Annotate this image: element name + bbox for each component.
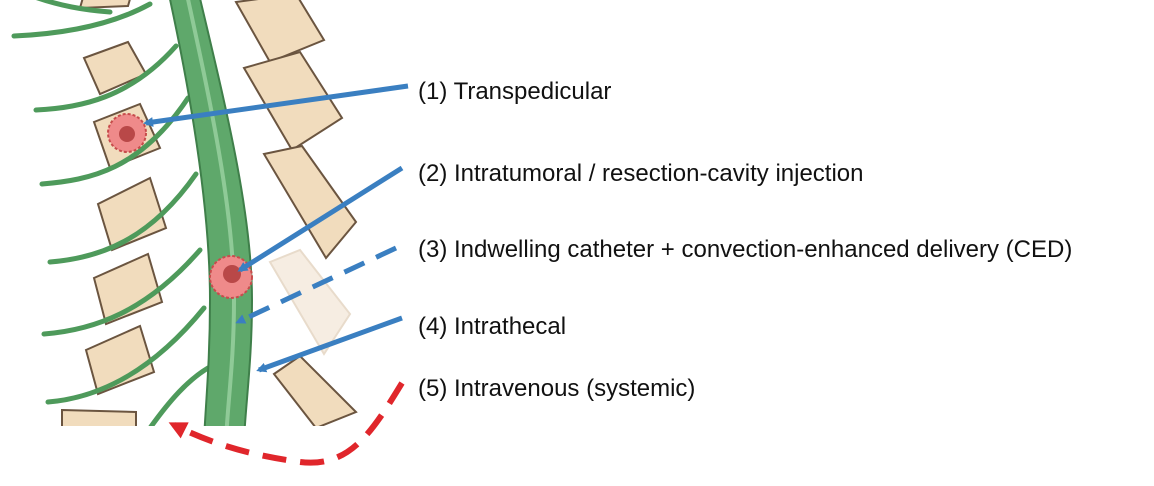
nerve-root bbox=[148, 365, 211, 426]
vertebra-left-1 bbox=[78, 0, 131, 10]
nerve-root bbox=[45, 305, 207, 405]
vertebra-right-1 bbox=[234, 0, 326, 64]
vertebra-left-4 bbox=[96, 176, 168, 252]
label-intratumoral: (2) Intratumoral / resection-cavity inje… bbox=[418, 160, 864, 187]
vertebra-left-7 bbox=[61, 408, 137, 426]
vertebra-right-4 bbox=[272, 354, 358, 426]
nerve-root bbox=[11, 1, 153, 39]
route-arrows bbox=[143, 83, 409, 466]
vertebra-left-6 bbox=[84, 324, 156, 396]
spinal-cord bbox=[169, 0, 254, 426]
right-vertebrae bbox=[234, 0, 358, 426]
vertebra-faded bbox=[268, 248, 352, 356]
nerve-root bbox=[47, 171, 199, 265]
label-transpedicular: (1) Transpedicular bbox=[418, 78, 611, 105]
label-intrathecal: (4) Intrathecal bbox=[418, 313, 566, 340]
nerve-root bbox=[41, 247, 203, 337]
tumor-cord bbox=[209, 255, 253, 299]
label-catheter-ced: (3) Indwelling catheter + convection-enh… bbox=[418, 236, 1072, 263]
left-vertebrae bbox=[61, 0, 168, 426]
nerve-root bbox=[36, 0, 113, 15]
vertebra-left-5 bbox=[92, 252, 164, 326]
nerve-root bbox=[33, 43, 179, 113]
vertebra-left-2 bbox=[82, 40, 148, 96]
arrow-transpedicular bbox=[143, 83, 409, 127]
route-labels: (1) Transpedicular (2) Intratumoral / re… bbox=[418, 78, 1072, 402]
label-intravenous: (5) Intravenous (systemic) bbox=[418, 375, 695, 402]
arrow-intravenous bbox=[168, 381, 405, 466]
arrow-intrathecal bbox=[256, 315, 403, 373]
arrow-intratumoral bbox=[237, 165, 404, 273]
arrow-catheter-ced bbox=[235, 245, 398, 325]
spine-anatomy bbox=[11, 0, 358, 426]
vertebra-right-3 bbox=[262, 144, 358, 260]
tumor-vertebral bbox=[107, 113, 147, 153]
nerve-roots bbox=[11, 0, 211, 426]
